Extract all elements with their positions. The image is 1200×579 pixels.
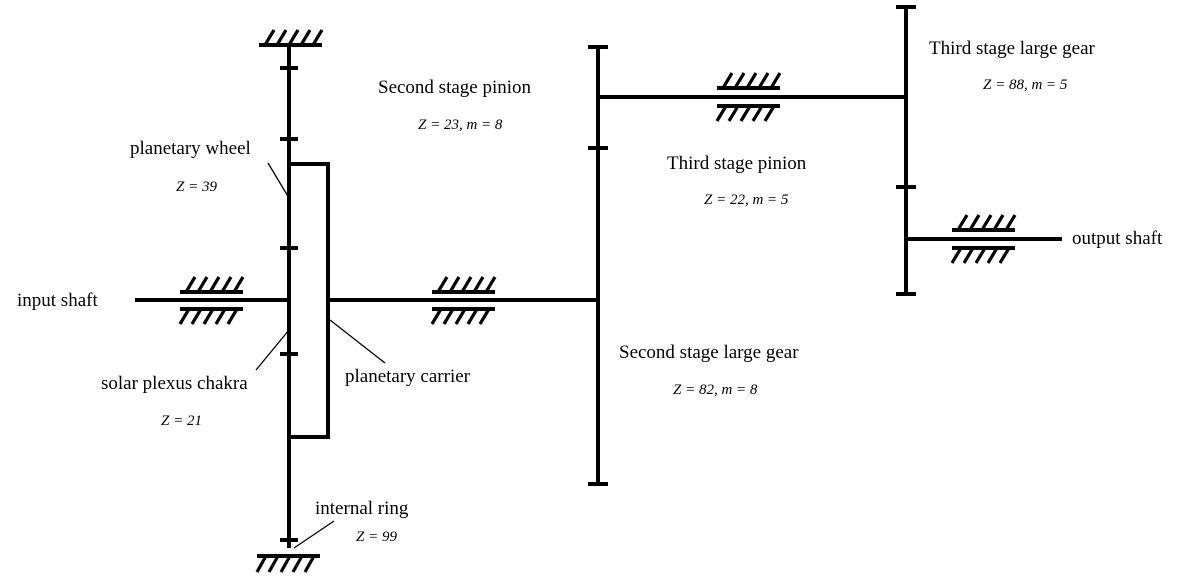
second-stage-pinion-label: Second stage pinion xyxy=(378,77,532,98)
intermediate-shaft-bearing xyxy=(430,276,497,325)
input-shaft-label: input shaft xyxy=(17,290,98,311)
third-stage-pinion-spec: Z = 22, m = 5 xyxy=(704,192,789,208)
third-stage-shaft-bearing xyxy=(715,72,782,122)
planetary-carrier-frame xyxy=(289,162,330,439)
third-stage-large-gear-spec: Z = 88, m = 5 xyxy=(983,77,1068,93)
second-stage-large-gear-label: Second stage large gear xyxy=(619,342,799,363)
carrier-leader xyxy=(329,319,386,364)
output-shaft-label: output shaft xyxy=(1072,228,1163,249)
third-stage-large-gear-label: Third stage large gear xyxy=(929,38,1095,59)
planetary-wheel-label: planetary wheel xyxy=(130,138,251,159)
internal-ring-z: Z = 99 xyxy=(356,529,397,545)
ground-hatch-top xyxy=(259,29,324,47)
planetary-wheel-z: Z = 39 xyxy=(176,179,217,195)
internal-ring-leader xyxy=(293,520,335,549)
input-shaft-bearing xyxy=(178,276,245,325)
internal-ring-label: internal ring xyxy=(315,498,409,519)
solar-z: Z = 21 xyxy=(161,413,202,429)
solar-leader xyxy=(255,329,290,371)
planetary-carrier-label: planetary carrier xyxy=(345,366,471,387)
second-stage-pinion-spec: Z = 23, m = 8 xyxy=(418,117,503,133)
output-shaft-bearing xyxy=(950,214,1017,264)
third-stage-pinion-label: Third stage pinion xyxy=(667,153,807,174)
solar-plexus-chakra-label: solar plexus chakra xyxy=(101,373,248,394)
planetary-wheel-leader xyxy=(267,162,290,199)
ground-hatch-bottom xyxy=(255,554,320,573)
second-stage-large-gear-spec: Z = 82, m = 8 xyxy=(673,382,758,398)
